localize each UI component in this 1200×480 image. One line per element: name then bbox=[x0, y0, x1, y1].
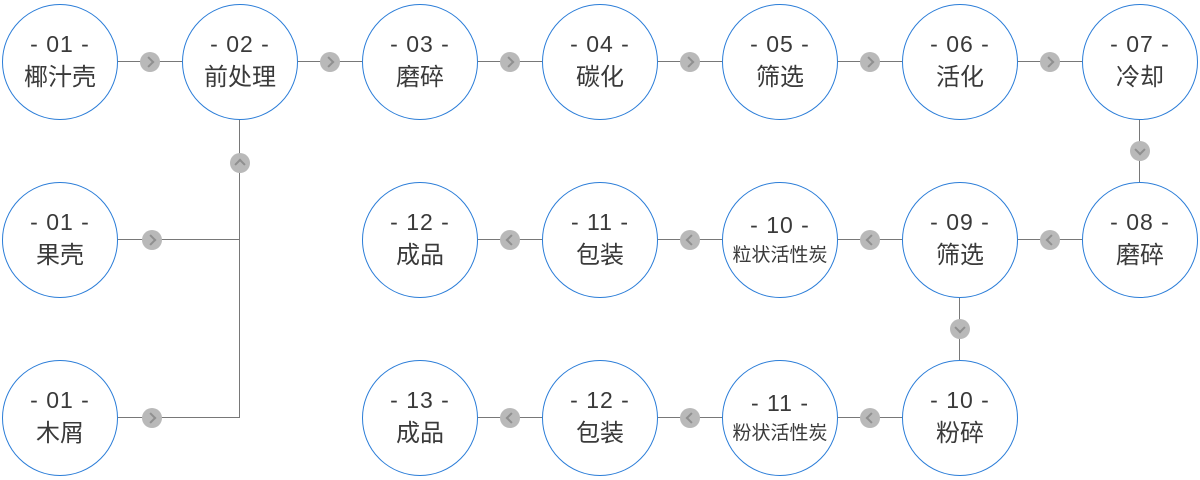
node-05-screening: - 05 - 筛选 bbox=[722, 4, 838, 120]
arrow-left-icon bbox=[500, 230, 520, 250]
node-step: - 10 - bbox=[750, 211, 810, 238]
node-11-powdered-activated-carbon: - 11 - 粉状活性炭 bbox=[722, 360, 838, 476]
node-step: - 10 - bbox=[930, 386, 990, 413]
arrow-down-icon bbox=[1130, 141, 1150, 161]
node-step: - 01 - bbox=[30, 386, 90, 413]
arrow-right-icon bbox=[142, 408, 162, 428]
node-step: - 05 - bbox=[750, 30, 810, 57]
node-04-carbonization: - 04 - 碳化 bbox=[542, 4, 658, 120]
connector-line bbox=[118, 417, 240, 418]
node-label: 木屑 bbox=[36, 420, 84, 448]
node-01-nutshell: - 01 - 果壳 bbox=[2, 182, 118, 298]
node-label: 果壳 bbox=[36, 242, 84, 270]
node-10-crushing: - 10 - 粉碎 bbox=[902, 360, 1018, 476]
arrow-right-icon bbox=[320, 52, 340, 72]
arrow-left-icon bbox=[680, 230, 700, 250]
arrow-down-icon bbox=[950, 319, 970, 339]
node-step: - 01 - bbox=[30, 208, 90, 235]
node-step: - 11 - bbox=[751, 389, 809, 416]
node-13-finished-product: - 13 - 成品 bbox=[362, 360, 478, 476]
connector-line bbox=[118, 239, 240, 240]
node-label: 粉碎 bbox=[936, 420, 984, 448]
node-step: - 12 - bbox=[390, 208, 450, 235]
node-label: 活化 bbox=[936, 64, 984, 92]
arrow-right-icon bbox=[1040, 52, 1060, 72]
node-step: - 12 - bbox=[570, 386, 630, 413]
node-07-cooling: - 07 - 冷却 bbox=[1082, 4, 1198, 120]
node-11-packaging: - 11 - 包装 bbox=[542, 182, 658, 298]
node-06-activation: - 06 - 活化 bbox=[902, 4, 1018, 120]
node-label: 磨碎 bbox=[1116, 242, 1164, 270]
node-step: - 03 - bbox=[390, 30, 450, 57]
node-label: 包装 bbox=[576, 242, 624, 270]
node-step: - 06 - bbox=[930, 30, 990, 57]
arrow-left-icon bbox=[680, 408, 700, 428]
node-step: - 08 - bbox=[1110, 208, 1170, 235]
node-label: 碳化 bbox=[576, 64, 624, 92]
node-01-sawdust: - 01 - 木屑 bbox=[2, 360, 118, 476]
node-label: 前处理 bbox=[204, 64, 276, 92]
node-label: 筛选 bbox=[936, 242, 984, 270]
node-label: 成品 bbox=[396, 242, 444, 270]
node-label: 粒状活性炭 bbox=[732, 245, 828, 267]
node-step: - 04 - bbox=[570, 30, 630, 57]
node-label: 成品 bbox=[396, 420, 444, 448]
arrow-left-icon bbox=[860, 408, 880, 428]
arrow-left-icon bbox=[860, 230, 880, 250]
node-label: 冷却 bbox=[1116, 64, 1164, 92]
node-label: 椰汁壳 bbox=[24, 64, 96, 92]
arrow-right-icon bbox=[680, 52, 700, 72]
node-08-grinding: - 08 - 磨碎 bbox=[1082, 182, 1198, 298]
arrow-up-icon bbox=[230, 153, 250, 173]
node-label: 磨碎 bbox=[396, 64, 444, 92]
node-step: - 11 - bbox=[571, 208, 629, 235]
arrow-right-icon bbox=[500, 52, 520, 72]
node-step: - 13 - bbox=[390, 386, 450, 413]
node-label: 筛选 bbox=[756, 64, 804, 92]
arrow-right-icon bbox=[860, 52, 880, 72]
node-step: - 01 - bbox=[30, 30, 90, 57]
node-label: 粉状活性炭 bbox=[732, 423, 828, 445]
node-12-finished-product: - 12 - 成品 bbox=[362, 182, 478, 298]
node-step: - 02 - bbox=[210, 30, 270, 57]
node-step: - 09 - bbox=[930, 208, 990, 235]
node-02-pretreatment: - 02 - 前处理 bbox=[182, 4, 298, 120]
node-10-granular-activated-carbon: - 10 - 粒状活性炭 bbox=[722, 182, 838, 298]
node-12-packaging: - 12 - 包装 bbox=[542, 360, 658, 476]
node-09-screening: - 09 - 筛选 bbox=[902, 182, 1018, 298]
arrow-left-icon bbox=[500, 408, 520, 428]
node-step: - 07 - bbox=[1110, 30, 1170, 57]
node-label: 包装 bbox=[576, 420, 624, 448]
node-01-coconut-shell: - 01 - 椰汁壳 bbox=[2, 4, 118, 120]
arrow-right-icon bbox=[142, 230, 162, 250]
connector-line bbox=[239, 120, 240, 418]
node-03-grinding: - 03 - 磨碎 bbox=[362, 4, 478, 120]
arrow-left-icon bbox=[1040, 230, 1060, 250]
arrow-right-icon bbox=[140, 52, 160, 72]
